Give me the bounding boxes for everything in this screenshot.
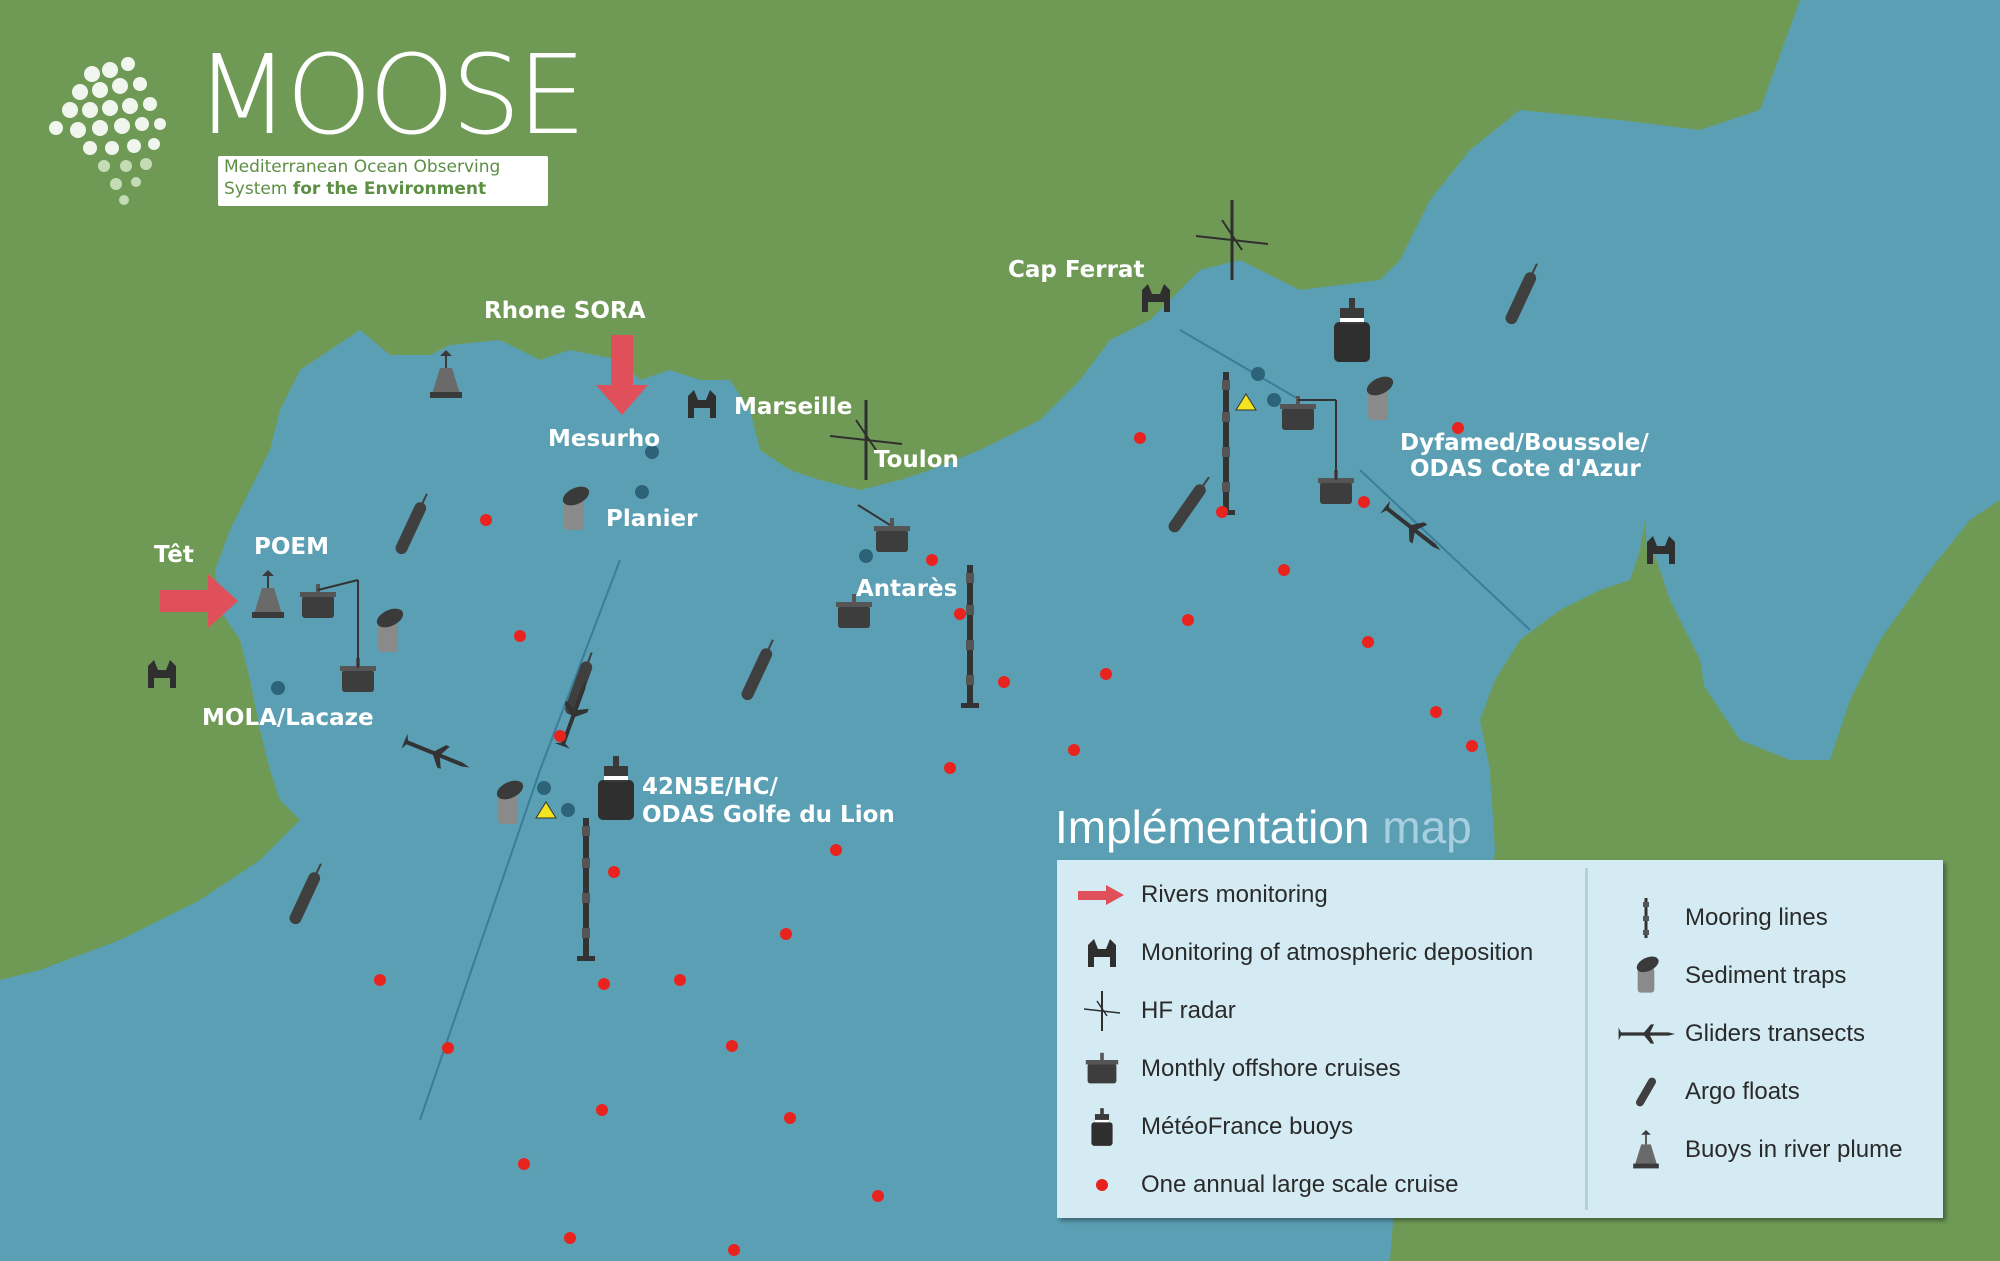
logo-subtitle-system: System: [224, 179, 288, 199]
legend-item-sediment: Sediment traps: [1617, 956, 1846, 996]
logo-subtitle: Mediterranean Ocean Observing System for…: [218, 156, 548, 206]
legend-label: Buoys in river plume: [1685, 1136, 1903, 1163]
label-dyfamed-1: Dyfamed/Boussole/: [1400, 430, 1649, 456]
logo-subtitle-line2: System for the Environment: [218, 178, 548, 200]
atmospheric-deposition-icon: [1073, 933, 1131, 973]
red-arrow-icon: [1073, 875, 1131, 915]
label-mola-lacaze: MOLA/Lacaze: [202, 705, 374, 731]
logo-title: MOOSE: [195, 31, 586, 159]
sediment-trap-icon: [1617, 956, 1675, 996]
label-antares: Antarès: [856, 576, 957, 602]
label-poem: POEM: [254, 534, 329, 560]
label-marseille: Marseille: [734, 394, 852, 420]
triangle-marker: [1235, 393, 1257, 411]
label-golfe-du-lion-2: ODAS Golfe du Lion: [642, 802, 895, 828]
legend-label: MétéoFrance buoys: [1141, 1113, 1354, 1140]
label-dyfamed-2: ODAS Cote d'Azur: [1410, 456, 1641, 482]
hf-radar-icon: [1073, 991, 1131, 1031]
logo-mark: [49, 57, 166, 205]
legend-item-rivers: Rivers monitoring: [1073, 875, 1328, 915]
glider-transect-lines: [419, 329, 1531, 1121]
legend-label: Sediment traps: [1685, 962, 1847, 989]
legend-label: Monthly offshore cruises: [1141, 1055, 1401, 1082]
legend-label: Monitoring of atmospheric deposition: [1141, 939, 1534, 966]
label-mesurho: Mesurho: [548, 426, 660, 452]
legend-item-gliders: Gliders transects: [1617, 1014, 1865, 1054]
legend-item-mooring: Mooring lines: [1617, 898, 1828, 938]
legend-title-sub: map: [1382, 801, 1472, 853]
river-plume-buoy-icon: [1617, 1130, 1675, 1170]
legend-label: HF radar: [1141, 997, 1236, 1024]
offshore-cruise-icon: [1073, 1049, 1131, 1089]
legend-box: Rivers monitoring Monitoring of atmosphe…: [1057, 860, 1943, 1218]
legend-label: Rivers monitoring: [1141, 881, 1328, 908]
legend-title: Implémentation map: [1055, 800, 1472, 854]
legend-item-atmospheric: Monitoring of atmospheric deposition: [1073, 933, 1533, 973]
legend-item-hf-radar: HF radar: [1073, 991, 1236, 1031]
label-golfe-du-lion-1: 42N5E/HC/: [642, 774, 778, 800]
argo-float-icon: [1617, 1072, 1675, 1112]
mooring-line-icon: [1617, 898, 1675, 938]
label-cap-ferrat: Cap Ferrat: [1008, 257, 1144, 283]
label-rhone-sora: Rhone SORA: [484, 298, 646, 324]
legend-label: Gliders transects: [1685, 1020, 1866, 1047]
legend-item-meteofrance: MétéoFrance buoys: [1073, 1107, 1353, 1147]
annual-cruise-dots: [374, 422, 1478, 1256]
meteofrance-buoy-icon: [1073, 1107, 1131, 1147]
tet-river-arrow: [160, 574, 238, 628]
label-toulon: Toulon: [874, 447, 959, 473]
legend-item-plume: Buoys in river plume: [1617, 1130, 1902, 1170]
station-dots: [271, 367, 1281, 817]
label-planier: Planier: [606, 506, 698, 532]
red-dot-icon: [1073, 1165, 1131, 1205]
logo-subtitle-environment: for the Environment: [292, 179, 487, 199]
legend-item-argo: Argo floats: [1617, 1072, 1800, 1112]
legend-item-offshore-cruises: Monthly offshore cruises: [1073, 1049, 1401, 1089]
legend-title-main: Implémentation: [1055, 801, 1370, 853]
logo-subtitle-line1: Mediterranean Ocean Observing: [224, 157, 501, 177]
triangle-marker: [535, 801, 557, 819]
rhone-river-arrow: [596, 335, 648, 415]
legend-label: One annual large scale cruise: [1141, 1171, 1459, 1198]
legend-item-annual-cruise: One annual large scale cruise: [1073, 1165, 1459, 1205]
glider-icon: [1617, 1014, 1675, 1054]
legend-divider: [1585, 868, 1588, 1210]
legend-label: Mooring lines: [1685, 904, 1828, 931]
legend-label: Argo floats: [1685, 1078, 1800, 1105]
label-tet: Têt: [154, 542, 194, 568]
